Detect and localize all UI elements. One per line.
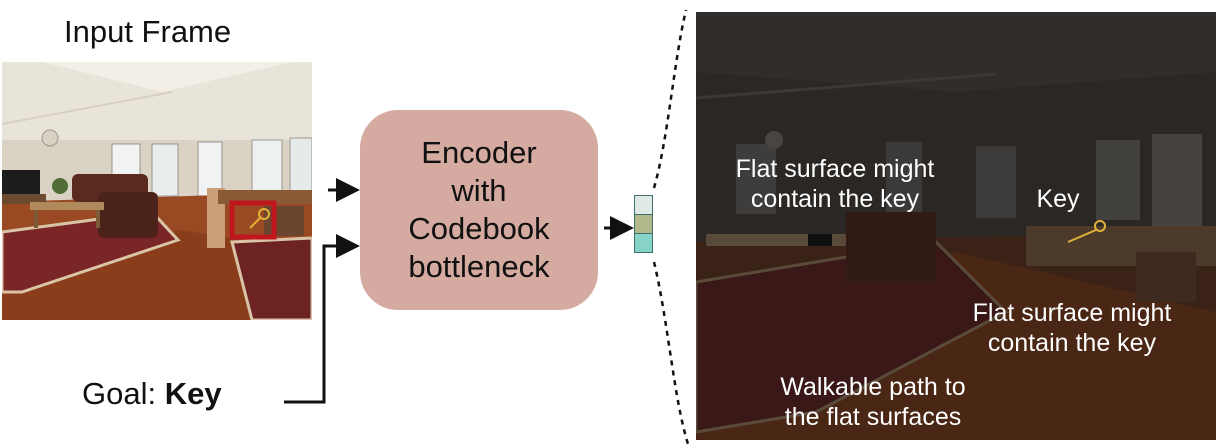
codebook-cell — [634, 233, 653, 253]
codebook-cell — [634, 214, 653, 234]
annotation-flat-surface-2: Flat surface might contain the key — [972, 299, 1172, 357]
brace-bottom — [652, 261, 690, 445]
codebook-cell — [634, 195, 653, 215]
encoder-box: Encoder with Codebook bottleneck — [360, 110, 598, 310]
goal-to-encoder-arrow — [284, 234, 360, 404]
goal-prefix: Goal: — [82, 376, 165, 411]
input-frame-title: Input Frame — [64, 14, 232, 49]
annotation-flat-surface-1: Flat surface might contain the key — [735, 155, 935, 213]
input-frame-image — [2, 62, 312, 320]
annotation-key: Key — [1036, 185, 1080, 213]
codebook-vector — [634, 195, 653, 254]
output-frame-image — [696, 12, 1216, 440]
brace-top — [652, 9, 688, 189]
goal-label: Goal: Key — [82, 376, 222, 412]
encoder-label: Encoder with Codebook bottleneck — [408, 135, 550, 284]
key-highlight-box — [229, 200, 277, 240]
goal-value: Key — [164, 376, 222, 411]
annotation-walkable-path: Walkable path to the flat surfaces — [780, 373, 966, 431]
